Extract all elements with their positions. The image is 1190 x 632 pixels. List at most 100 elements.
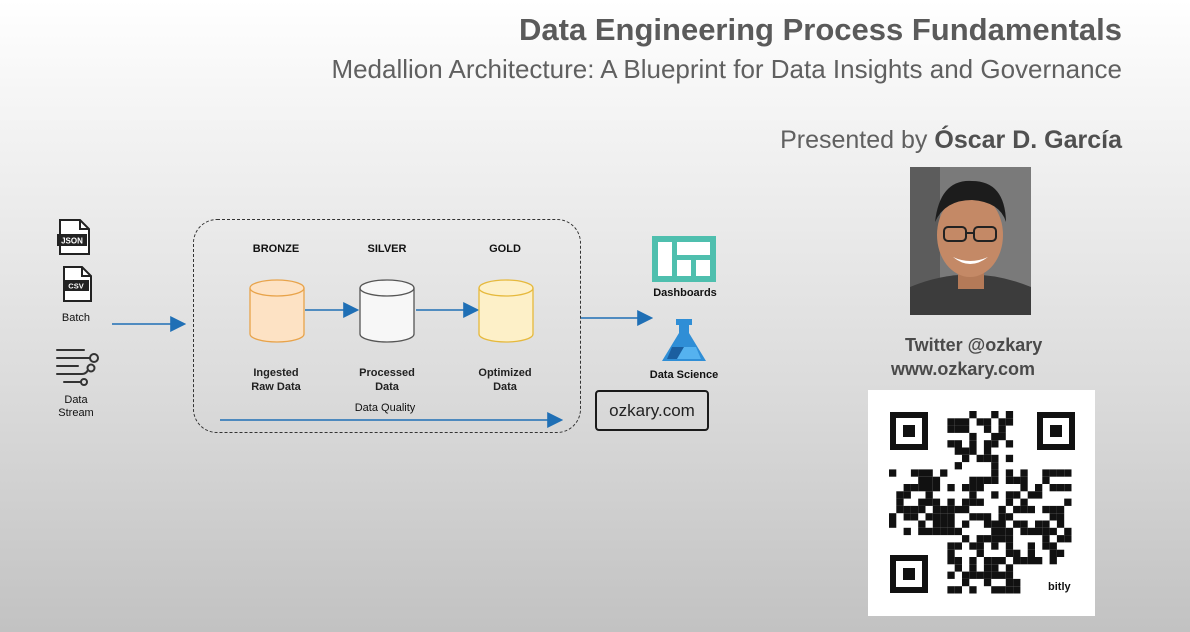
qr-module [983,418,992,426]
dashboard-icon[interactable] [652,236,716,287]
qr-module [991,571,999,579]
silver-description: Processed Data [359,367,415,393]
qr-code-pattern: bitly [889,411,1075,594]
qr-module [1064,535,1072,543]
qr-module [976,418,984,426]
qr-module [1020,498,1028,506]
cylinder-top [249,279,305,297]
qr-module [1027,549,1035,557]
qr-module [1042,527,1050,536]
medallion-architecture-container [193,219,581,433]
qr-module [954,505,962,514]
csv-file-icon: CSV [60,265,94,308]
qr-module [947,586,955,594]
dashboards-label: Dashboards [653,287,717,299]
qr-module [991,491,999,499]
qr-module [983,535,992,543]
qr-module [1049,484,1057,492]
qr-module [991,440,999,448]
twitter-handle[interactable]: Twitter @ozkary [905,335,1043,355]
website-link[interactable]: www.ozkary.com [891,359,1036,379]
qr-module [998,557,1006,565]
qr-module [1027,557,1035,565]
qr-module [969,440,977,448]
qr-module [1013,586,1021,594]
qr-module [1005,549,1014,557]
qr-module [962,520,970,528]
qr-module [925,484,933,492]
qr-module [947,571,955,579]
qr-module [1005,578,1014,587]
qr-module [932,476,941,484]
qr-module [918,484,926,492]
qr-module [889,469,897,477]
qr-module [947,549,955,557]
qr-module [1056,469,1065,477]
qr-module [1042,476,1050,484]
csv-icon-label: CSV [68,282,83,291]
cylinder-body [359,288,415,343]
qr-module [962,498,970,506]
presenter-photo [910,167,1031,315]
qr-module [991,586,999,594]
qr-module [1013,491,1021,499]
qr-module [1005,411,1014,419]
qr-module [896,505,904,514]
qr-module [1035,527,1043,536]
qr-module [969,447,977,455]
qr-module [932,520,941,528]
qr-module [991,476,999,484]
qr-module [1013,520,1021,528]
qr-module [925,491,933,499]
bronze-description: Ingested Raw Data [251,367,301,393]
qr-code[interactable]: bitly [868,390,1095,616]
qr-module [991,564,999,572]
qr-module [991,527,999,536]
qr-module [991,411,999,419]
qr-module [954,425,962,433]
qr-module [910,469,919,477]
qr-module [1020,484,1028,492]
qr-module [1005,586,1014,594]
layer-gold: GOLD [489,243,521,255]
qr-module [976,571,984,579]
qr-module [903,513,911,521]
qr-module [903,527,911,536]
qr-module [1035,520,1043,528]
cylinder-body [478,288,534,343]
qr-module [1005,527,1014,536]
qr-module [983,454,992,463]
qr-module [947,440,955,448]
qr-module [925,498,933,506]
qr-module [940,520,948,528]
qr-module [962,578,970,587]
qr-module [932,527,941,536]
qr-module [918,527,926,536]
qr-module [998,586,1006,594]
qr-module [991,469,999,477]
qr-module [903,491,911,499]
qr-module [1005,542,1014,550]
data-science-icon[interactable] [660,317,708,368]
qr-module [962,418,970,426]
qr-module [947,498,955,506]
qr-module [1049,542,1057,550]
qr-module [976,484,984,492]
qr-module [954,564,962,572]
gold-cylinder-icon [477,278,535,349]
qr-module [1064,469,1072,477]
qr-module [969,476,977,484]
qr-module [940,527,948,536]
qr-module [1005,476,1014,484]
qr-module [947,520,955,528]
qr-module [1056,505,1065,514]
qr-module [969,586,977,594]
brand-link-box[interactable]: ozkary.com [595,390,709,431]
qr-module [983,564,992,572]
qr-module [947,505,955,514]
qr-module [918,469,926,477]
qr-module [983,578,992,587]
qr-module [983,425,992,433]
qr-module [983,520,992,528]
